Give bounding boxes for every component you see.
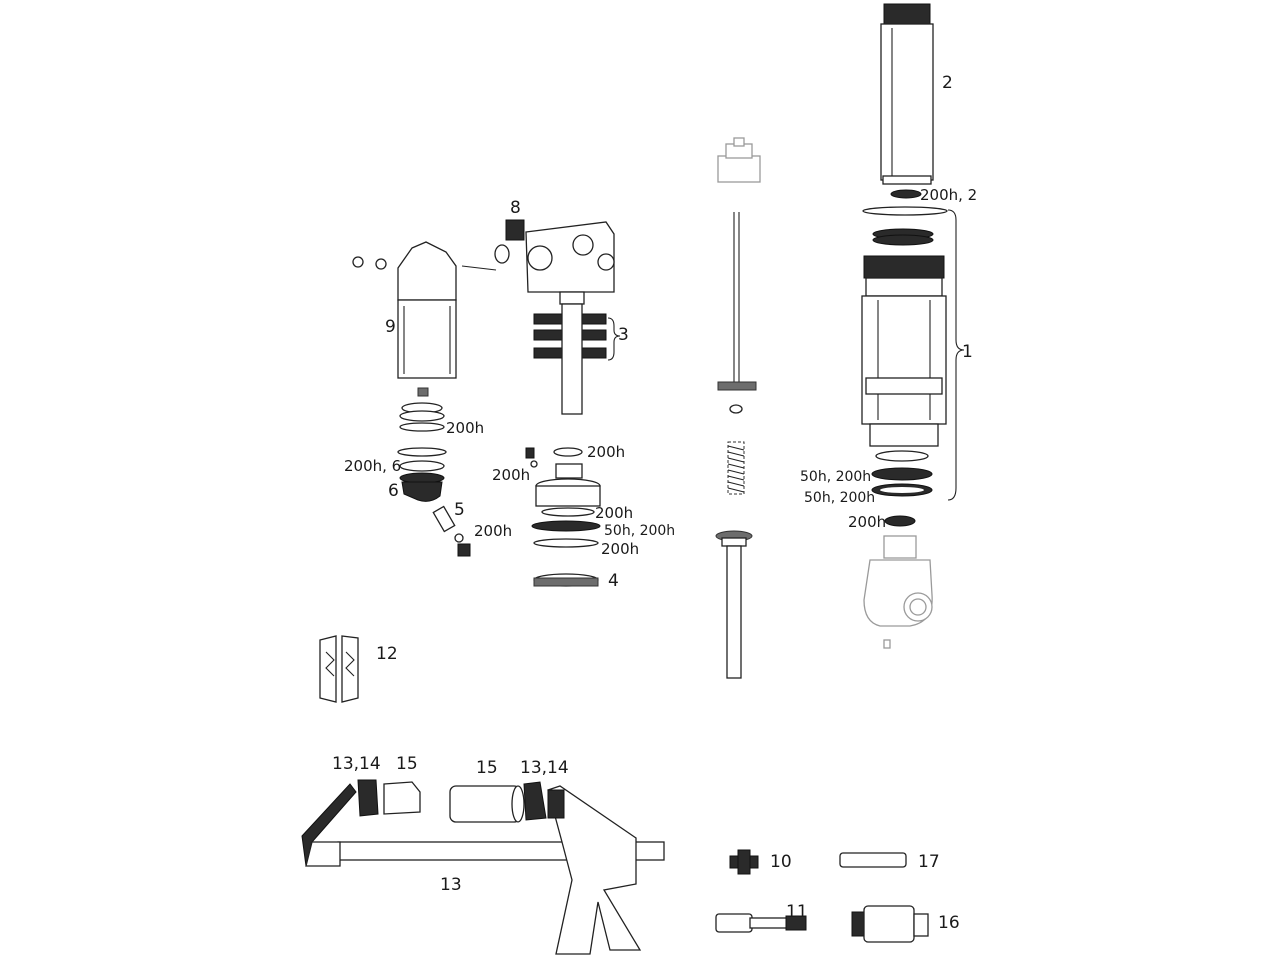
part-13-14-left-jaw	[357, 779, 379, 817]
part-5-valve	[432, 505, 471, 557]
label-part-10: 10	[770, 852, 792, 872]
label-200h-6: 200h, 6	[344, 457, 401, 475]
part-1-ring	[862, 206, 948, 216]
label-50h-200h-c: 50h, 200h	[604, 523, 675, 539]
spring-coil	[727, 441, 745, 495]
label-part-17: 17	[918, 852, 940, 872]
part-1-small-seal	[884, 515, 916, 527]
label-part-11: 11	[786, 902, 808, 922]
damper-shaft	[717, 212, 757, 414]
part-4-piston	[531, 463, 601, 587]
label-15-left: 15	[396, 754, 418, 774]
label-200h-b: 200h	[474, 522, 512, 540]
label-200h-e: 200h	[595, 504, 633, 522]
part-4-small-parts	[525, 447, 583, 468]
label-200h-c: 200h	[492, 466, 530, 484]
label-200h-2: 200h, 2	[920, 186, 977, 204]
part-1-air-can-body	[861, 255, 947, 447]
label-part-5: 5	[454, 500, 465, 520]
part-6-assembly	[397, 447, 447, 502]
part-11-tool	[715, 913, 807, 933]
label-200h-f: 200h	[601, 540, 639, 558]
part-8-knob	[505, 219, 525, 241]
label-part-16: 16	[938, 913, 960, 933]
part-9-seals	[399, 387, 445, 432]
part-12-jaw-blocks	[319, 635, 359, 703]
part-13-clamp	[301, 783, 665, 955]
part-15-right-sleeve	[449, 785, 525, 823]
part-17-pin	[839, 852, 907, 868]
part-1-lower-seals	[871, 450, 933, 497]
part-10-fitting	[729, 849, 759, 875]
shaft-top-cap	[717, 137, 761, 183]
label-part-9: 9	[385, 317, 396, 337]
label-200h-d: 200h	[587, 443, 625, 461]
shaft-lower	[715, 530, 753, 679]
label-50h-200h-b: 50h, 200h	[804, 490, 875, 506]
label-200h-seal-right: 200h	[848, 513, 886, 531]
part-8-washer	[494, 244, 510, 264]
label-part-3: 3	[618, 325, 629, 345]
label-13-14-left: 13,14	[332, 754, 381, 774]
label-part-4: 4	[608, 571, 619, 591]
part-9-bolts	[352, 256, 497, 271]
part-2-air-sleeve	[880, 3, 934, 185]
bracket-part-1	[947, 209, 965, 501]
part-13-14-right-jaw	[523, 781, 547, 821]
label-15-right: 15	[476, 758, 498, 778]
damper-head	[525, 221, 615, 305]
label-part-12: 12	[376, 644, 398, 664]
part-9-body	[397, 241, 457, 379]
label-50h-200h-a: 50h, 200h	[800, 469, 871, 485]
bracket-part-3	[607, 317, 621, 361]
part-1-spring-ring	[872, 228, 934, 246]
part-16-adapter	[851, 905, 929, 943]
part-2-seal	[890, 189, 922, 199]
part-15-left-adapter	[383, 781, 421, 815]
label-part-13: 13	[440, 875, 462, 895]
label-part-1: 1	[962, 342, 973, 362]
label-part-8: 8	[510, 198, 521, 218]
damper-body-lower-eyelet	[863, 535, 933, 649]
label-part-2: 2	[942, 73, 953, 93]
label-part-6: 6	[388, 481, 399, 501]
part-3-shims	[533, 303, 607, 415]
label-200h-a: 200h	[446, 419, 484, 437]
label-13-14-right: 13,14	[520, 758, 569, 778]
